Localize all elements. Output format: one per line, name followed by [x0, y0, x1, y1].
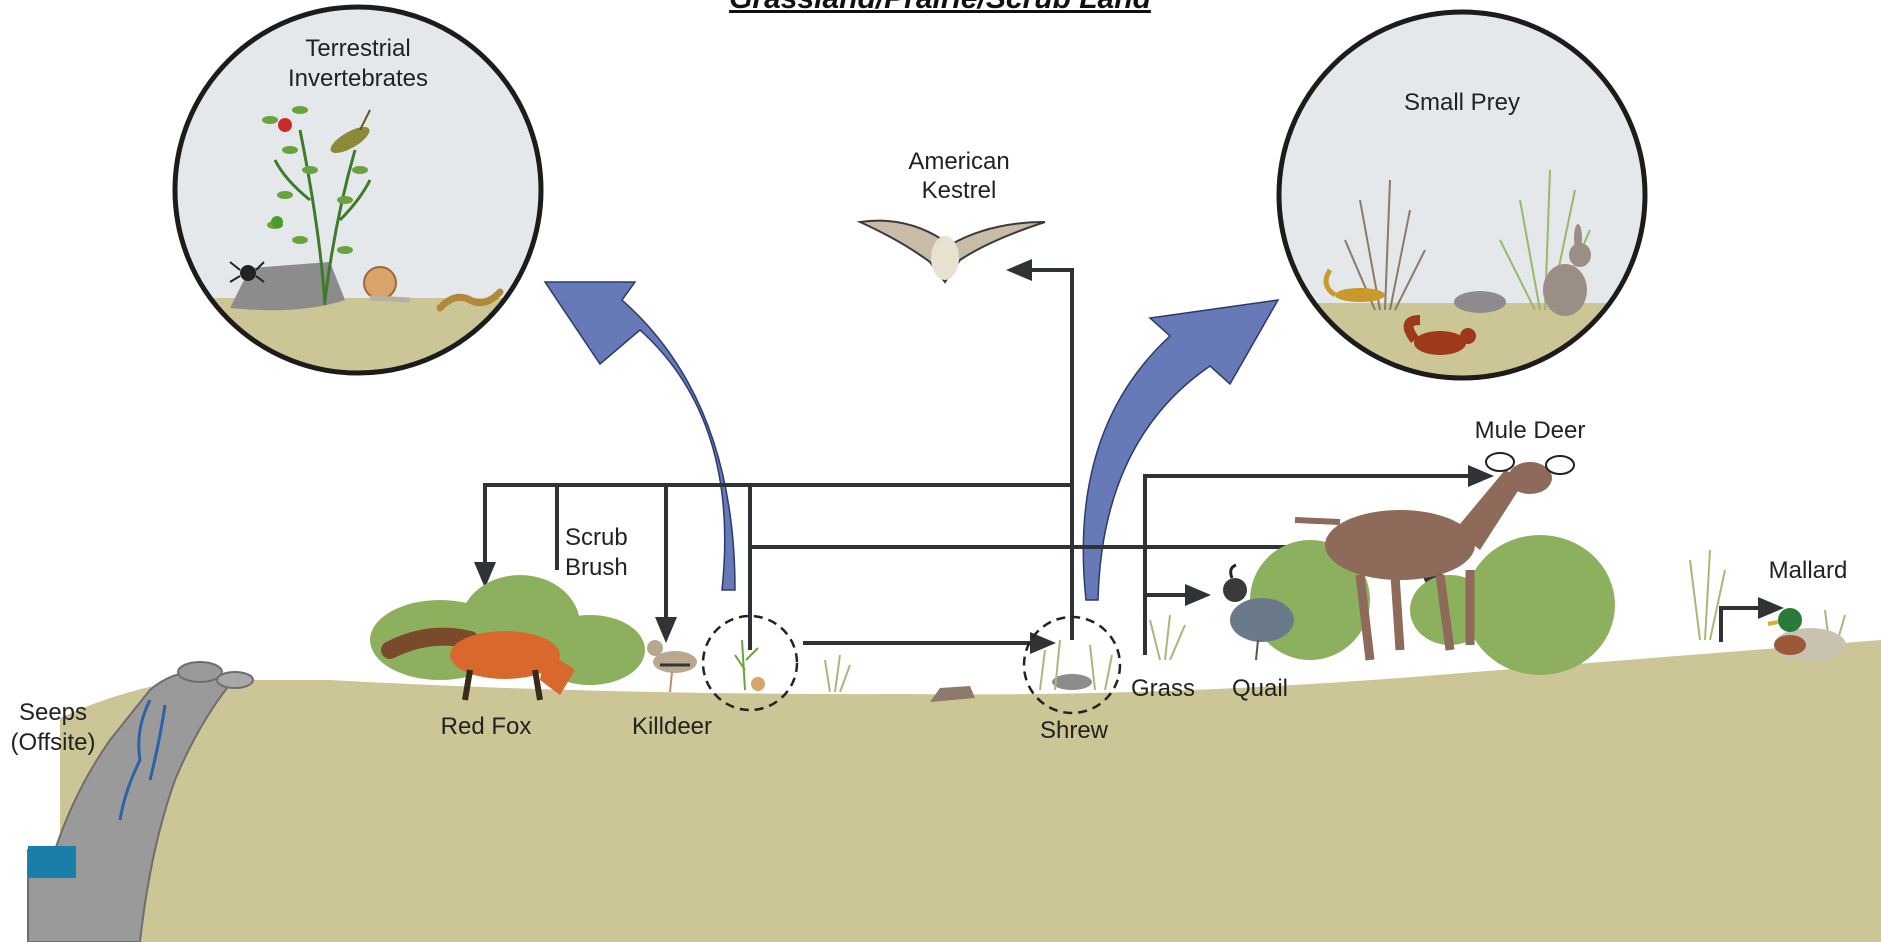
killdeer-icon [647, 640, 697, 692]
seep-water [28, 846, 76, 878]
killdeer-label: Killdeer [632, 713, 712, 740]
shrew-label: Shrew [1040, 717, 1109, 744]
caterpillar-icon [271, 216, 283, 228]
small-prey-bubble: Small Prey [1270, 12, 1660, 403]
kestrel-label-line2: Kestrel [922, 177, 997, 204]
quail-label: Quail [1232, 675, 1288, 702]
scrub-brush-label-line2: Brush [565, 554, 628, 581]
seeps-label-line2: (Offsite) [11, 729, 96, 756]
grass-label: Grass [1131, 675, 1195, 702]
invertebrates-label-line2: Invertebrates [288, 65, 428, 92]
mallard-label: Mallard [1769, 557, 1848, 584]
mule-deer-label: Mule Deer [1475, 417, 1586, 444]
small-prey-label: Small Prey [1404, 89, 1520, 116]
kestrel-icon [860, 221, 1045, 282]
terrestrial-invertebrates-bubble: Terrestrial Invertebrates [170, 7, 550, 398]
red-fox-label: Red Fox [441, 713, 532, 740]
kestrel-label-line1: American [908, 148, 1009, 175]
mallard-icon [1768, 608, 1846, 662]
mole-icon [1454, 291, 1506, 313]
scrub-brush-label-line1: Scrub [565, 524, 628, 551]
invertebrates-label-line1: Terrestrial [305, 35, 410, 62]
flow-arrow-to-small-prey [1083, 300, 1278, 600]
shrew-icon [1052, 674, 1092, 690]
ground [60, 640, 1881, 942]
ladybug-icon [278, 118, 292, 132]
diagram-title: Grassland/Prairie/Scrub Land [729, 0, 1151, 15]
seeps-label-line1: Seeps [19, 699, 87, 726]
